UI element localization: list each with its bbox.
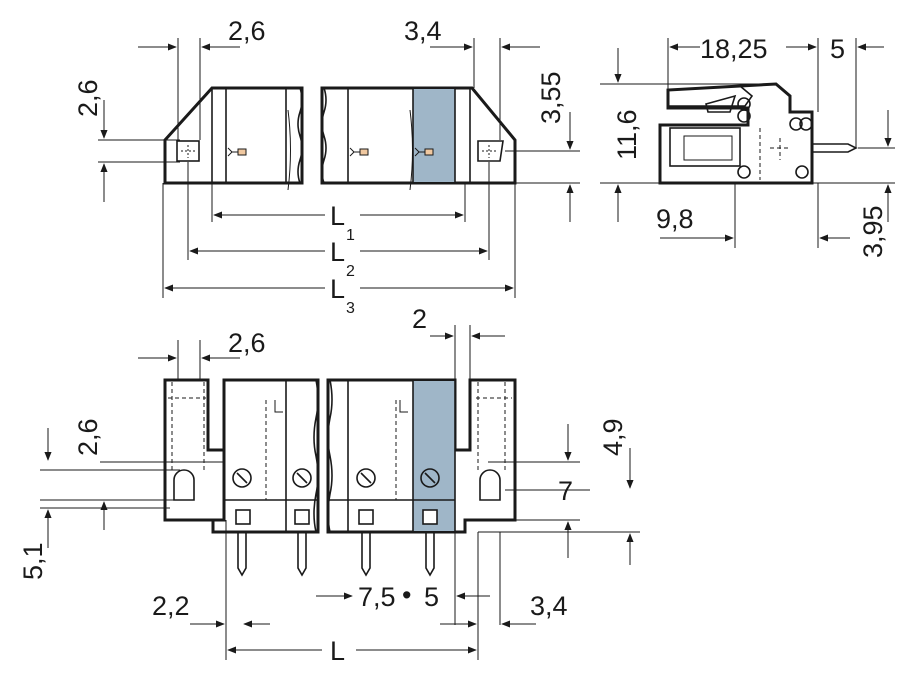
top-mount-hole-right bbox=[477, 140, 504, 162]
front-mount-hole-left bbox=[173, 469, 195, 501]
dim-front-pin-length: 5,1 bbox=[18, 542, 48, 580]
front-screws bbox=[232, 468, 440, 488]
dim-top-left-height: 2,6 bbox=[73, 79, 103, 117]
side-view: 18,25 5 11,6 9,8 3,95 bbox=[600, 34, 895, 258]
dim-side-pin-offset: 3,95 bbox=[858, 205, 888, 258]
dim-front-pitch-b: 5 bbox=[424, 582, 439, 612]
dim-side-height: 11,6 bbox=[612, 109, 642, 160]
dim-side-depth: 9,8 bbox=[656, 204, 694, 234]
top-highlight-pole bbox=[413, 89, 455, 182]
dim-front-left-height: 2,6 bbox=[73, 418, 103, 456]
dim-front-mid-height: 7 bbox=[558, 476, 573, 506]
dim-side-pin: 5 bbox=[830, 34, 845, 64]
dim-front-l: L bbox=[330, 636, 345, 666]
dim-l2-sub: 2 bbox=[346, 263, 355, 280]
dim-top-left-width: 2,6 bbox=[228, 16, 266, 46]
dim-front-left-offset: 2,2 bbox=[152, 591, 190, 621]
dim-l3-sub: 3 bbox=[346, 300, 355, 317]
dim-front-left-width: 2,6 bbox=[228, 328, 266, 358]
top-mount-hole-left bbox=[176, 140, 200, 162]
dim-side-length: 18,25 bbox=[700, 34, 768, 64]
dim-top-right-height: 3,55 bbox=[536, 71, 566, 124]
front-mount-hole-right bbox=[479, 469, 501, 501]
dim-l1: L bbox=[330, 201, 345, 231]
dim-front-pitch-a: 7,5 bbox=[358, 582, 396, 612]
side-pin bbox=[811, 143, 858, 153]
front-view: 2,6 2 2,6 4,9 7 5,1 2,2 7,5 • 5 3,4 L bbox=[18, 304, 640, 666]
dim-top-right-width: 3,4 bbox=[404, 16, 442, 46]
front-pins bbox=[237, 531, 435, 577]
dim-l2: L bbox=[330, 237, 345, 267]
dim-l1-sub: 1 bbox=[346, 227, 355, 244]
dim-front-right-offset: 3,4 bbox=[530, 591, 568, 621]
side-housing bbox=[658, 82, 814, 185]
front-highlight-pole bbox=[413, 381, 455, 531]
dim-front-separator: • bbox=[402, 580, 411, 610]
top-view: 2,6 3,4 2,6 3,55 L 1 L 2 L 3 bbox=[73, 16, 580, 317]
top-housing-left bbox=[163, 86, 304, 185]
dim-front-pitch-label: 2 bbox=[412, 304, 427, 334]
dim-front-right-height: 4,9 bbox=[598, 418, 628, 456]
dim-l3: L bbox=[330, 274, 345, 304]
front-housing-left bbox=[211, 378, 320, 534]
